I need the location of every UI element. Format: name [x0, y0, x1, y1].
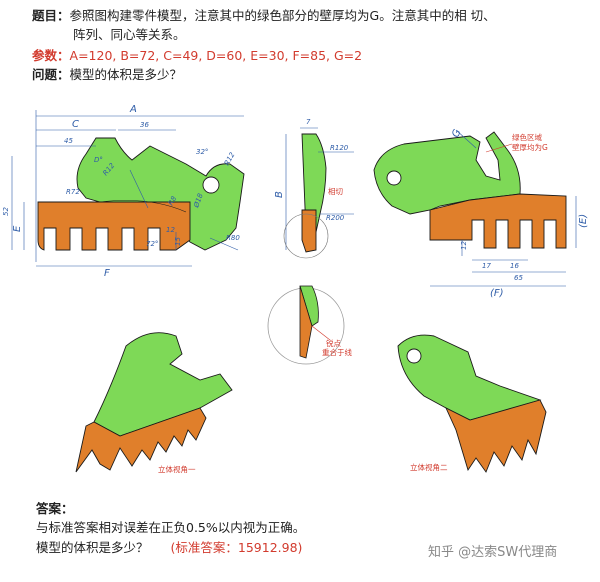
front-dim-R80: R80	[226, 234, 240, 242]
standard-answer: (标准答案：15912.98)	[170, 540, 303, 555]
detail-view: 锐点 重合于线	[267, 285, 352, 365]
params-line: 参数：A=120, B=72, C=49, D=60, E=30, F=85, …	[32, 48, 362, 63]
question-line: 问题：模型的体积是多少？	[32, 67, 182, 82]
iso-left-caption: 立体视角一	[158, 464, 196, 474]
params-text: A=120, B=72, C=49, D=60, E=30, F=85, G=2	[69, 48, 363, 63]
right-green-region	[373, 131, 521, 215]
right-dim-17: 17	[482, 262, 491, 270]
iso2-orange	[445, 399, 547, 473]
detail-note-1: 锐点	[326, 338, 341, 348]
iso-view-right: 立体视角二	[397, 334, 547, 473]
iso1-orange	[75, 407, 207, 473]
front-green-region	[76, 137, 245, 251]
side-detail-circle	[283, 213, 329, 259]
front-dim-72: 72°	[146, 240, 158, 248]
front-dim-52: 52	[2, 207, 10, 216]
right-dim-16: 16	[510, 262, 519, 270]
front-dim-E: E	[12, 225, 23, 232]
front-dim-R72: R72	[66, 188, 80, 196]
detail-note-2: 重合于线	[322, 347, 352, 357]
front-dim-A: A	[129, 104, 137, 115]
right-dim-G: G	[450, 128, 463, 139]
front-dim-12: 12	[166, 226, 175, 234]
front-dim-45: 45	[64, 137, 73, 145]
iso-right-caption: 立体视角二	[410, 462, 448, 472]
side-dim-R200: R200	[326, 214, 345, 222]
front-dim-F: F	[104, 268, 110, 279]
side-dim-7: 7	[306, 118, 311, 126]
front-dim-32: 32°	[196, 148, 208, 156]
question-text: 模型的体积是多少？	[69, 67, 183, 82]
part-drawing: A C 36 45 D° 32° R12 R12 R72 R8 Ø18 52 E…	[2, 104, 589, 474]
right-hole	[386, 170, 402, 186]
side-dim-B: B	[274, 191, 285, 198]
side-dim-R120: R120	[330, 144, 349, 152]
front-view: A C 36 45 D° 32° R12 R12 R72 R8 Ø18 52 E…	[2, 104, 245, 279]
right-dim-E: (E)	[578, 214, 589, 228]
right-dim-F: (F)	[490, 288, 504, 299]
right-note-2: 壁厚均为G	[512, 142, 548, 152]
front-dim-15: 15	[174, 237, 182, 246]
right-view: G 绿色区域 壁厚均为G 12 17 16 65 (F) (E)	[373, 128, 589, 299]
front-dim-R12a: R12	[223, 151, 237, 167]
question-label: 问题：	[32, 67, 70, 82]
right-dim-12: 12	[460, 241, 468, 250]
answer-label: 答案：	[36, 501, 74, 516]
right-orange-region	[429, 193, 567, 249]
answer-line1: 与标准答案相对误差在正负0.5%以内视为正确。	[36, 520, 306, 535]
iso-view-left: 立体视角一	[75, 332, 233, 474]
params-label: 参数：	[32, 48, 70, 63]
right-note-1: 绿色区域	[512, 132, 542, 142]
title-label: 题目：	[32, 8, 70, 23]
side-view: 7 R120 B R200 相切	[274, 118, 354, 259]
front-orange-region	[37, 201, 191, 251]
title-text: 参照图构建零件模型，注意其中的绿色部分的壁厚均为G。注意其中的相 切、	[69, 8, 496, 23]
front-dim-D: D°	[94, 156, 103, 164]
right-dim-65: 65	[514, 274, 523, 282]
side-orange-region	[301, 209, 317, 253]
title-line1: 题目：参照图构建零件模型，注意其中的绿色部分的壁厚均为G。注意其中的相 切、	[32, 8, 496, 23]
watermark: 知乎 @达索SW代理商	[428, 545, 558, 560]
title-line2: 阵列、同心等关系。	[73, 27, 186, 42]
iso1-green	[93, 332, 233, 437]
front-dim-36: 36	[140, 121, 149, 129]
answer-line2: 模型的体积是多少？(标准答案：15912.98)	[36, 540, 303, 555]
front-hole	[202, 176, 220, 194]
side-tangent-note: 相切	[328, 186, 343, 196]
front-dim-R8: R8	[167, 194, 179, 207]
front-dim-C: C	[72, 119, 79, 130]
